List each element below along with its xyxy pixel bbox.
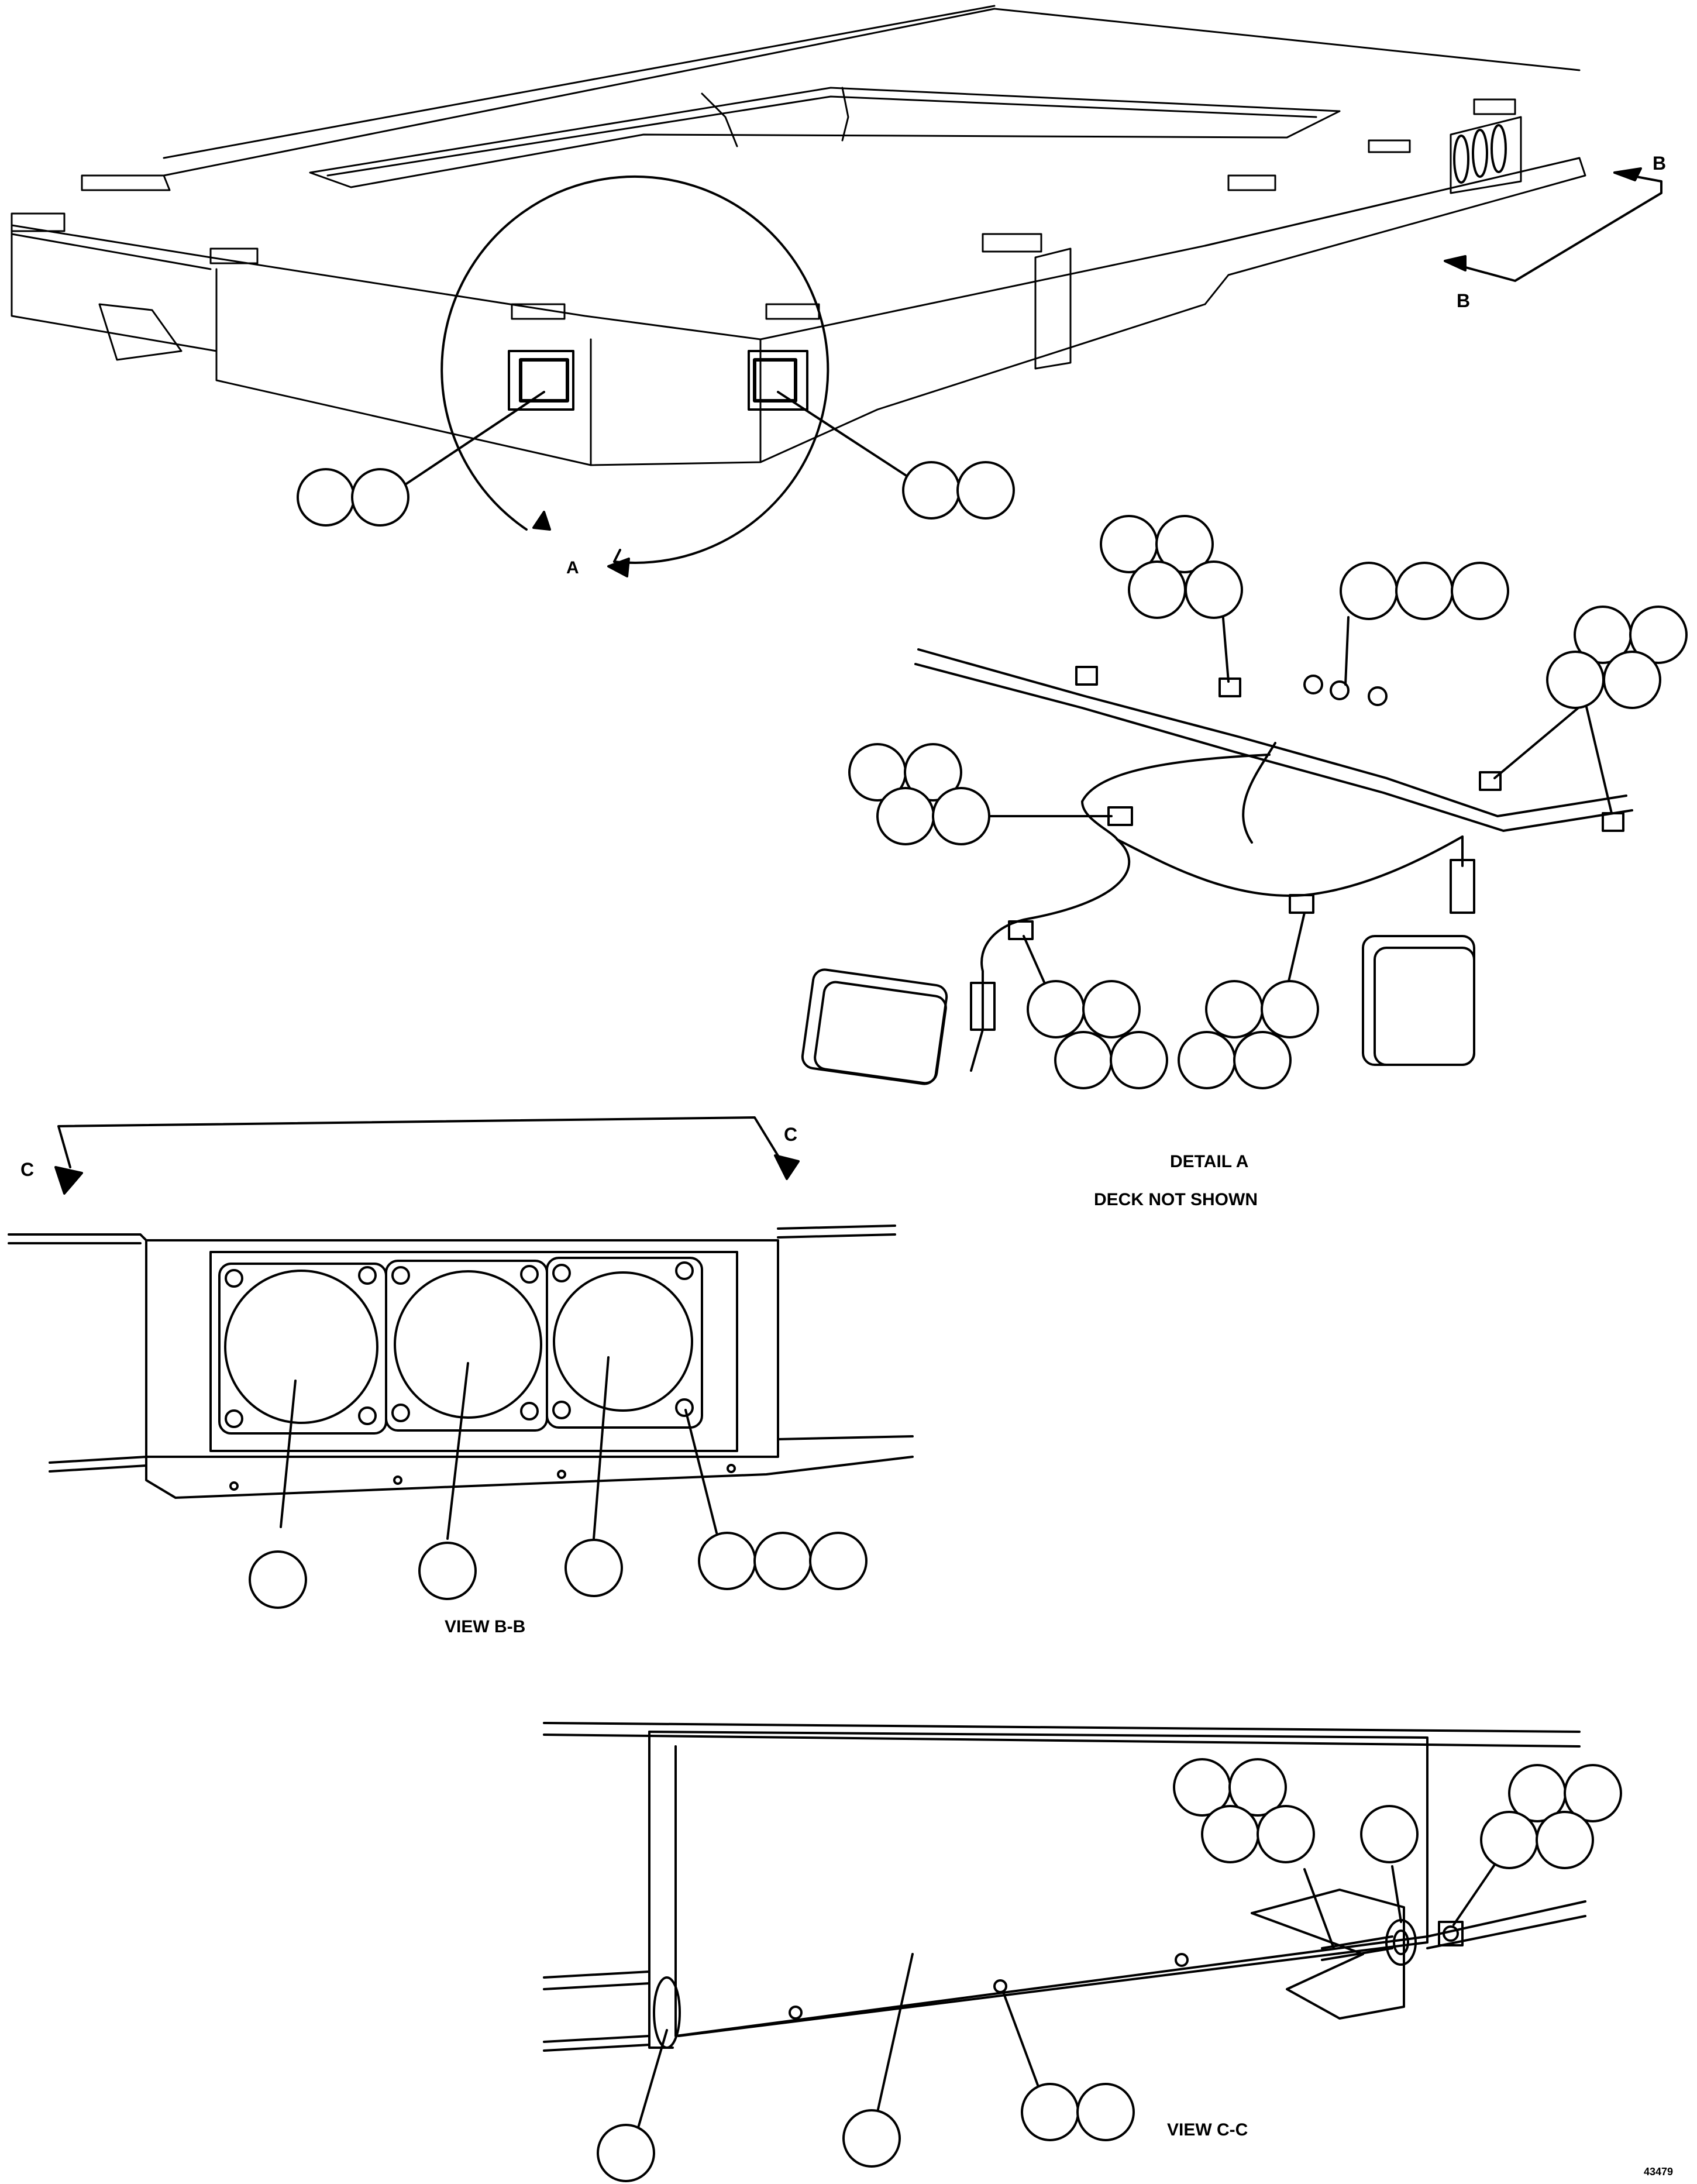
callout-group-main-right <box>777 391 1015 520</box>
callout-group-view-cc-plug <box>597 2029 668 2182</box>
left-light-housing <box>508 350 574 411</box>
callout-bubble <box>902 461 961 520</box>
callout-group-detail-a-right-clamps <box>1493 606 1688 814</box>
view-bb-assembly <box>8 1225 914 1499</box>
callout-bubble <box>1536 1811 1594 1869</box>
callout-bubble <box>1155 515 1214 573</box>
callout-bubble <box>1603 651 1661 709</box>
callout-bubble <box>1480 1811 1538 1869</box>
right-light-housing <box>748 350 808 411</box>
callout-group-view-bb-light-3 <box>564 1356 623 1597</box>
callout-bubble <box>932 787 990 845</box>
callout-bubble <box>1360 1805 1419 1863</box>
callout-bubble <box>1546 651 1605 709</box>
frame-assembly <box>11 5 1586 466</box>
callout-bubble <box>753 1532 812 1590</box>
end-light-cluster <box>1453 124 1507 184</box>
view-cc-title: VIEW C-C <box>1167 2120 1248 2140</box>
callout-bubble <box>418 1542 477 1600</box>
callout-bubble <box>1564 1764 1622 1822</box>
section-b-cut-line <box>1444 167 1662 282</box>
callout-bubble <box>351 468 409 527</box>
callout-group-view-cc-panel <box>842 1953 914 2168</box>
view-bb-title: VIEW B-B <box>445 1617 525 1636</box>
callout-bubble <box>1054 1031 1113 1089</box>
callout-bubble <box>1228 1758 1287 1817</box>
callout-group-view-bb-screws <box>684 1409 868 1590</box>
callout-bubble <box>597 2124 655 2182</box>
callout-bubble <box>1257 1805 1315 1863</box>
callout-bubble <box>1076 2083 1135 2141</box>
callout-group-view-cc-connector <box>1452 1764 1622 1926</box>
section-b-bottom-label: B <box>1457 290 1470 311</box>
callout-bubble <box>564 1539 623 1597</box>
callout-bubble <box>1201 1805 1259 1863</box>
callout-bubble <box>1629 606 1688 664</box>
view-cc-assembly <box>543 1722 1586 2052</box>
callout-group-detail-a-bottom-left-clamp <box>1023 935 1168 1089</box>
callout-bubble <box>249 1550 307 1609</box>
section-b-top-label: B <box>1653 153 1666 174</box>
callout-bubble <box>1082 980 1141 1038</box>
callout-group-view-cc-grommet <box>1360 1805 1419 1923</box>
callout-bubble <box>1395 562 1454 620</box>
callout-bubble <box>1128 560 1186 619</box>
callout-bubble <box>1233 1031 1292 1089</box>
callout-bubble <box>297 468 355 527</box>
detail-a-marker: A <box>566 558 579 577</box>
callout-bubble <box>876 787 935 845</box>
detail-a-note: DECK NOT SHOWN <box>1094 1190 1258 1209</box>
callout-group-detail-a-left-clamp <box>848 743 1113 845</box>
drawing-number: 43479 <box>1644 2166 1673 2178</box>
callout-bubble <box>1185 560 1243 619</box>
callout-bubble <box>1027 980 1085 1038</box>
detail-a-title: DETAIL A <box>1170 1152 1248 1171</box>
callout-bubble <box>1261 980 1319 1038</box>
callout-bubble <box>1205 980 1264 1038</box>
callout-bubble <box>1178 1031 1236 1089</box>
section-c-cut-line <box>54 1116 800 1195</box>
callout-group-main-left <box>297 391 545 527</box>
callout-bubble <box>698 1532 756 1590</box>
detail-a-circle <box>440 175 829 577</box>
callout-bubble <box>1021 2083 1079 2141</box>
callout-bubble <box>842 2109 901 2168</box>
callout-bubble <box>956 461 1015 520</box>
callout-group-detail-a-screws <box>1340 562 1509 686</box>
section-c-right-label: C <box>784 1124 797 1145</box>
callout-group-view-bb-light-1 <box>249 1380 307 1609</box>
section-c-left-label: C <box>20 1159 34 1180</box>
callout-bubble <box>809 1532 868 1590</box>
callout-bubble <box>1451 562 1509 620</box>
callout-bubble <box>904 743 962 802</box>
callout-group-view-cc-clamp <box>1173 1758 1335 1949</box>
callout-group-view-bb-light-2 <box>418 1362 477 1600</box>
callout-bubble <box>1110 1031 1168 1089</box>
wire-harness <box>801 648 1633 1085</box>
callout-group-detail-a-bottom-center-clamp <box>1178 912 1319 1089</box>
callout-bubble <box>1340 562 1398 620</box>
callout-group-view-cc-rivets <box>1002 1991 1135 2141</box>
callout-group-detail-a-top-clamp <box>1100 515 1243 683</box>
